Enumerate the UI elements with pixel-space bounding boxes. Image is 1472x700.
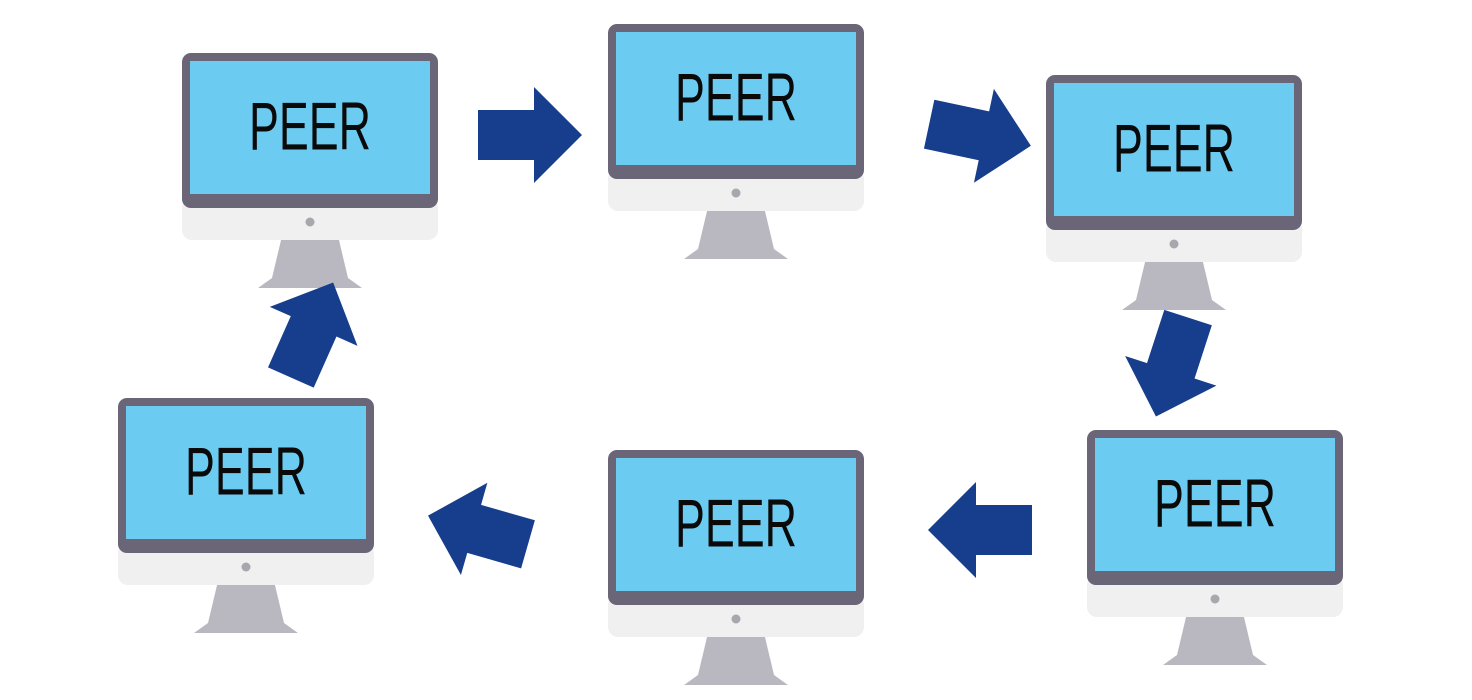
peer-label: PEER: [1113, 110, 1235, 186]
monitor-screen: [1054, 83, 1294, 216]
monitor-stand: [194, 581, 298, 633]
arrow-icon: [923, 88, 1031, 183]
monitor-screen: [616, 458, 856, 591]
peer-monitor: PEER: [182, 53, 438, 288]
peer-monitor: PEER: [1087, 430, 1343, 665]
arrow-icon: [428, 482, 535, 576]
peer-label: PEER: [675, 59, 797, 135]
monitor-stand: [684, 207, 788, 259]
arrow-icon: [1125, 309, 1217, 417]
monitor-stand: [1163, 613, 1267, 665]
power-dot: [1169, 239, 1179, 249]
peer-label: PEER: [249, 88, 371, 164]
monitor-stand: [258, 236, 362, 288]
power-dot: [731, 614, 741, 624]
arrow-icon: [478, 87, 582, 183]
monitor-screen: [190, 61, 430, 194]
peer-monitor: PEER: [608, 450, 864, 685]
power-dot: [1210, 594, 1220, 604]
power-dot: [305, 217, 315, 227]
arrow-icon: [928, 482, 1032, 578]
peer-label: PEER: [675, 485, 797, 561]
peer-monitor: PEER: [1046, 75, 1302, 310]
monitor-screen: [126, 406, 366, 539]
power-dot: [731, 188, 741, 198]
monitor-stand: [1122, 258, 1226, 310]
peer-label: PEER: [1154, 465, 1276, 541]
peer-monitor: PEER: [608, 24, 864, 259]
power-dot: [241, 562, 251, 572]
peer-label: PEER: [185, 433, 307, 509]
monitor-screen: [616, 32, 856, 165]
monitor-stand: [684, 633, 788, 685]
monitor-screen: [1095, 438, 1335, 571]
peer-monitor: PEER: [118, 398, 374, 633]
arrow-icon: [268, 282, 358, 388]
